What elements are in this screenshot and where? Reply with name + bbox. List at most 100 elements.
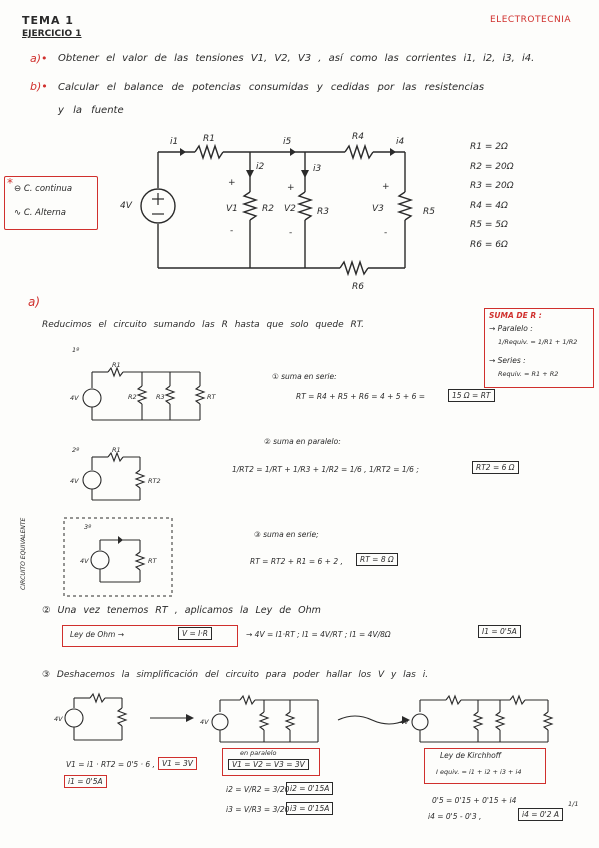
s2-formula: 1/RT2 = 1/RT + 1/R3 + 1/R2 = 1/6 , 1/RT2…	[232, 465, 419, 474]
circuit-r1-label: R1	[203, 134, 215, 144]
circuit-v1-minus: -	[230, 226, 234, 236]
calc-i2-result: i2 = 0'15A	[286, 782, 334, 795]
s2-title: ② suma en paralelo:	[264, 437, 341, 446]
kirchhoff-formula: I equiv. = i1 + i2 + i3 + i4	[436, 768, 522, 776]
calc-i3: i3 = V/R3 = 3/20	[226, 805, 290, 814]
section-a-label: a)	[28, 295, 41, 309]
fig2-rt2: RT2	[148, 477, 161, 485]
legend-star: *	[7, 176, 13, 190]
circuit-v3-label: V3	[372, 204, 384, 214]
step3-text: ③ Deshacemos la simplificación del circu…	[42, 670, 429, 680]
calc-final2: i4 = 0'5 - 0'3 ,	[428, 812, 482, 821]
resistor-value-r2: R2 = 20Ω	[470, 161, 514, 172]
paralelo-box	[222, 748, 320, 776]
kirchhoff-title: Ley de Kirchhoff	[440, 751, 502, 760]
circuit-v2-label: V2	[284, 204, 296, 214]
subject-title: ELECTROTECNIA	[490, 15, 572, 25]
ohm-calc: → 4V = I1·RT ; I1 = 4V/RT ; I1 = 4V/8Ω	[246, 630, 391, 639]
s2-result: RT2 = 6 Ω	[472, 461, 519, 474]
circuit-v1-label: V1	[226, 204, 238, 214]
ohm-result: I1 = 0'5A	[478, 625, 521, 638]
calc-v1: V1 = i1 · RT2 = 0'5 · 6 ,	[66, 760, 155, 769]
note-box	[484, 308, 594, 388]
calc-final-result: i4 = 0'2 A	[518, 808, 564, 821]
ohm-label: Ley de Ohm →	[70, 630, 125, 639]
fig2-label: 2º	[72, 446, 80, 454]
s1-result: 15 Ω = RT	[448, 389, 495, 402]
circuit-source-label: 4V	[120, 201, 132, 211]
ohm-formula: V = I·R	[178, 627, 212, 640]
circuit-i4-label: i4	[396, 137, 405, 147]
circuit-v2-minus: -	[289, 228, 293, 238]
legend-dc: ⊖ C. continua	[14, 184, 72, 194]
circuit-r5-label: R5	[423, 207, 435, 217]
fig-a-source: 4V	[54, 715, 63, 723]
fig1-r2: R2	[128, 393, 137, 401]
calc-i1: i1 = 0'5A	[64, 775, 107, 788]
dc-icon: ⊖	[14, 184, 22, 194]
resistor-value-r4: R4 = 4Ω	[470, 200, 508, 211]
legend-box	[4, 176, 98, 230]
legend-ac-label: C. Alterna	[23, 208, 66, 218]
resistor-values: R1 = 2Ω R2 = 20Ω R3 = 20Ω R4 = 4Ω R5 = 5…	[470, 138, 514, 255]
fig3-rt: RT	[148, 557, 157, 565]
circuit-r2-label: R2	[262, 204, 274, 214]
fig1-rt: RT	[207, 393, 216, 401]
circuit-i5-label: i5	[283, 137, 292, 147]
ohm-box	[62, 625, 238, 647]
paralelo-title: en paralelo	[240, 749, 277, 757]
calc-v1-result: V1 = 3V	[158, 757, 197, 770]
fig1-r3: R3	[156, 393, 165, 401]
fig3-source: 4V	[80, 557, 89, 565]
ac-icon: ∿	[14, 208, 22, 218]
circuit-i2-label: i2	[256, 162, 265, 172]
calc-final1: 0'5 = 0'15 + 0'15 + i4	[432, 796, 517, 805]
circuit-v1-plus: +	[228, 178, 236, 188]
question-b-text: Calcular el balance de potencias consumi…	[58, 82, 485, 93]
legend-ac: ∿ C. Alterna	[14, 208, 66, 218]
circuit-i1-label: i1	[170, 137, 179, 147]
note-parallel: → Paralelo :	[489, 324, 533, 333]
tema-title: TEMA 1	[22, 14, 74, 27]
calc-i3-result: i3 = 0'15A	[286, 802, 334, 815]
question-b-text2: y la fuente	[58, 105, 124, 116]
question-a-text: Obtener el valor de las tensiones V1, V2…	[58, 53, 535, 64]
s3-result: RT = 8 Ω	[356, 553, 398, 566]
circuit-r3-label: R3	[317, 207, 329, 217]
note-series-formula: Requiv. = R1 + R2	[498, 370, 559, 378]
note-parallel-formula: 1/Requiv. = 1/R1 + 1/R2	[498, 338, 578, 346]
fig1-label: 1º	[72, 346, 80, 354]
kirchhoff-box	[424, 748, 546, 784]
note-title: SUMA DE R :	[489, 311, 542, 320]
question-a-marker: a)•	[30, 52, 48, 65]
fig-c-source: 4V	[400, 718, 409, 726]
resistor-value-r3: R3 = 20Ω	[470, 181, 514, 191]
fig-b-source: 4V	[200, 718, 209, 726]
resistor-value-r6: R6 = 6Ω	[470, 239, 508, 250]
fig1-source: 4V	[70, 394, 79, 402]
fig1-r1: R1	[112, 361, 121, 369]
resistor-value-r1: R1 = 2Ω	[470, 142, 508, 152]
circuit-v2-plus: +	[287, 183, 295, 193]
resistor-value-r5: R5 = 5Ω	[470, 220, 508, 230]
circuit-r4-label: R4	[352, 132, 364, 142]
circuit-i3-label: i3	[313, 164, 322, 174]
circuit-r6-label: R6	[352, 282, 364, 292]
s3-title: ③ suma en serie;	[254, 530, 319, 539]
circuit-v3-plus: +	[382, 182, 390, 192]
s1-formula: RT = R4 + R5 + R6 = 4 + 5 + 6 =	[296, 392, 426, 401]
s1-title: ① suma en serie:	[272, 372, 337, 381]
calc-i2: i2 = V/R2 = 3/20	[226, 785, 290, 794]
step2-text: ② Una vez tenemos RT , aplicamos la Ley …	[42, 605, 321, 616]
page-mark: 1/1	[568, 800, 579, 808]
note-series: → Series :	[489, 356, 526, 365]
fig2-source: 4V	[70, 477, 79, 485]
legend-dc-label: C. continua	[23, 184, 73, 194]
s3-formula: RT = RT2 + R1 = 6 + 2 ,	[250, 557, 343, 566]
ejercicio-title: EJERCICIO 1	[22, 29, 82, 39]
question-b-marker: b)•	[30, 80, 48, 93]
fig2-r1: R1	[112, 446, 121, 454]
